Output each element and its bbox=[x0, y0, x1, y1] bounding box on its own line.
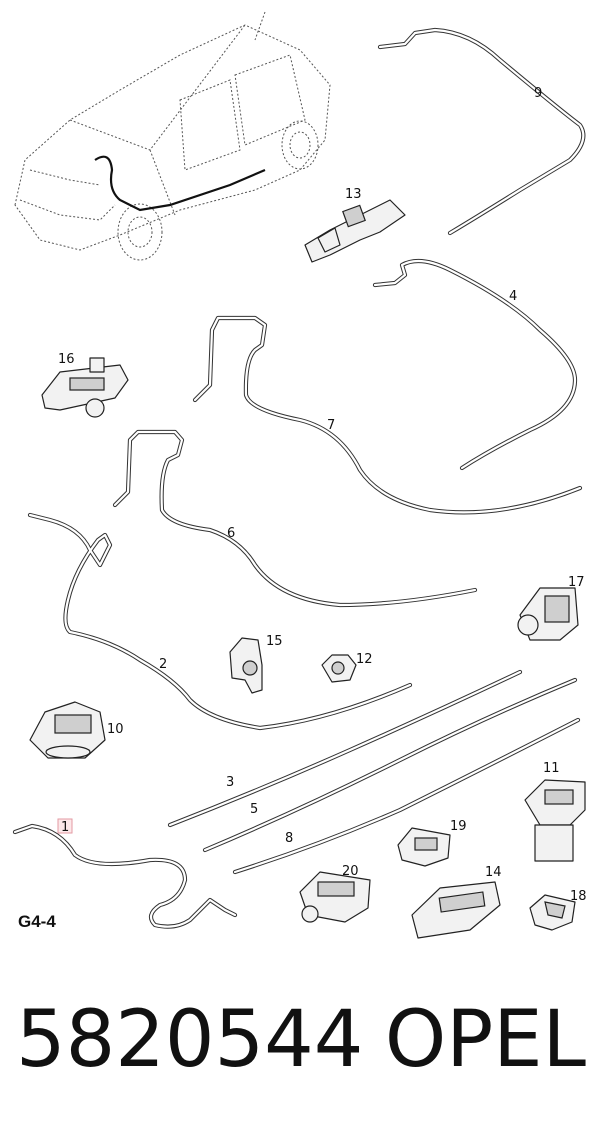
clip-16 bbox=[41, 357, 129, 418]
pipe-8 bbox=[232, 717, 581, 875]
callout-5: 5 bbox=[250, 802, 258, 817]
callout-20: 20 bbox=[342, 864, 359, 879]
clip-18 bbox=[529, 894, 576, 931]
pipe-6 bbox=[112, 429, 478, 608]
callout-7: 7 bbox=[327, 418, 335, 433]
clip-14 bbox=[411, 881, 501, 939]
callout-16: 16 bbox=[58, 352, 75, 367]
callout-17: 17 bbox=[568, 575, 585, 590]
callout-12: 12 bbox=[356, 652, 373, 667]
clip-10 bbox=[29, 701, 106, 759]
part-number: 5820544 bbox=[16, 995, 364, 1085]
callout-4: 4 bbox=[509, 289, 517, 304]
callout-13: 13 bbox=[345, 187, 362, 202]
callout-2: 2 bbox=[159, 657, 167, 672]
nut-12 bbox=[321, 654, 357, 683]
callout-8: 8 bbox=[285, 831, 293, 846]
callout-15: 15 bbox=[266, 634, 283, 649]
brand-name: OPEL bbox=[384, 995, 586, 1085]
callout-6: 6 bbox=[227, 526, 235, 541]
callout-9: 9 bbox=[534, 86, 542, 101]
callout-10: 10 bbox=[107, 722, 124, 737]
footer: 5820544 OPEL bbox=[16, 990, 586, 1090]
pipe-2 bbox=[27, 512, 413, 731]
pipe-1 bbox=[12, 823, 238, 929]
callout-14: 14 bbox=[485, 865, 502, 880]
group-code-label: G4-4 bbox=[18, 912, 56, 931]
callout-18: 18 bbox=[570, 889, 587, 904]
clip-11 bbox=[524, 779, 586, 862]
pipe-9 bbox=[377, 27, 586, 236]
callout-11: 11 bbox=[543, 761, 560, 776]
callout-1: 1 bbox=[61, 820, 69, 835]
pipe-5 bbox=[202, 677, 578, 853]
clip-20 bbox=[299, 871, 371, 923]
parts-diagram: 9 13 4 16 7 6 17 15 12 2 10 3 11 5 1 19 … bbox=[12, 11, 587, 939]
pipe-3 bbox=[167, 669, 523, 828]
clip-17 bbox=[517, 587, 579, 641]
clip-15 bbox=[229, 637, 263, 694]
callout-1-box bbox=[57, 818, 73, 834]
clip-19 bbox=[397, 827, 451, 867]
pipe-7 bbox=[192, 315, 583, 515]
car-illustration bbox=[14, 11, 331, 261]
callout-19: 19 bbox=[450, 819, 467, 834]
clip-13 bbox=[304, 199, 406, 263]
pipe-4 bbox=[372, 258, 578, 471]
callout-3: 3 bbox=[226, 775, 234, 790]
